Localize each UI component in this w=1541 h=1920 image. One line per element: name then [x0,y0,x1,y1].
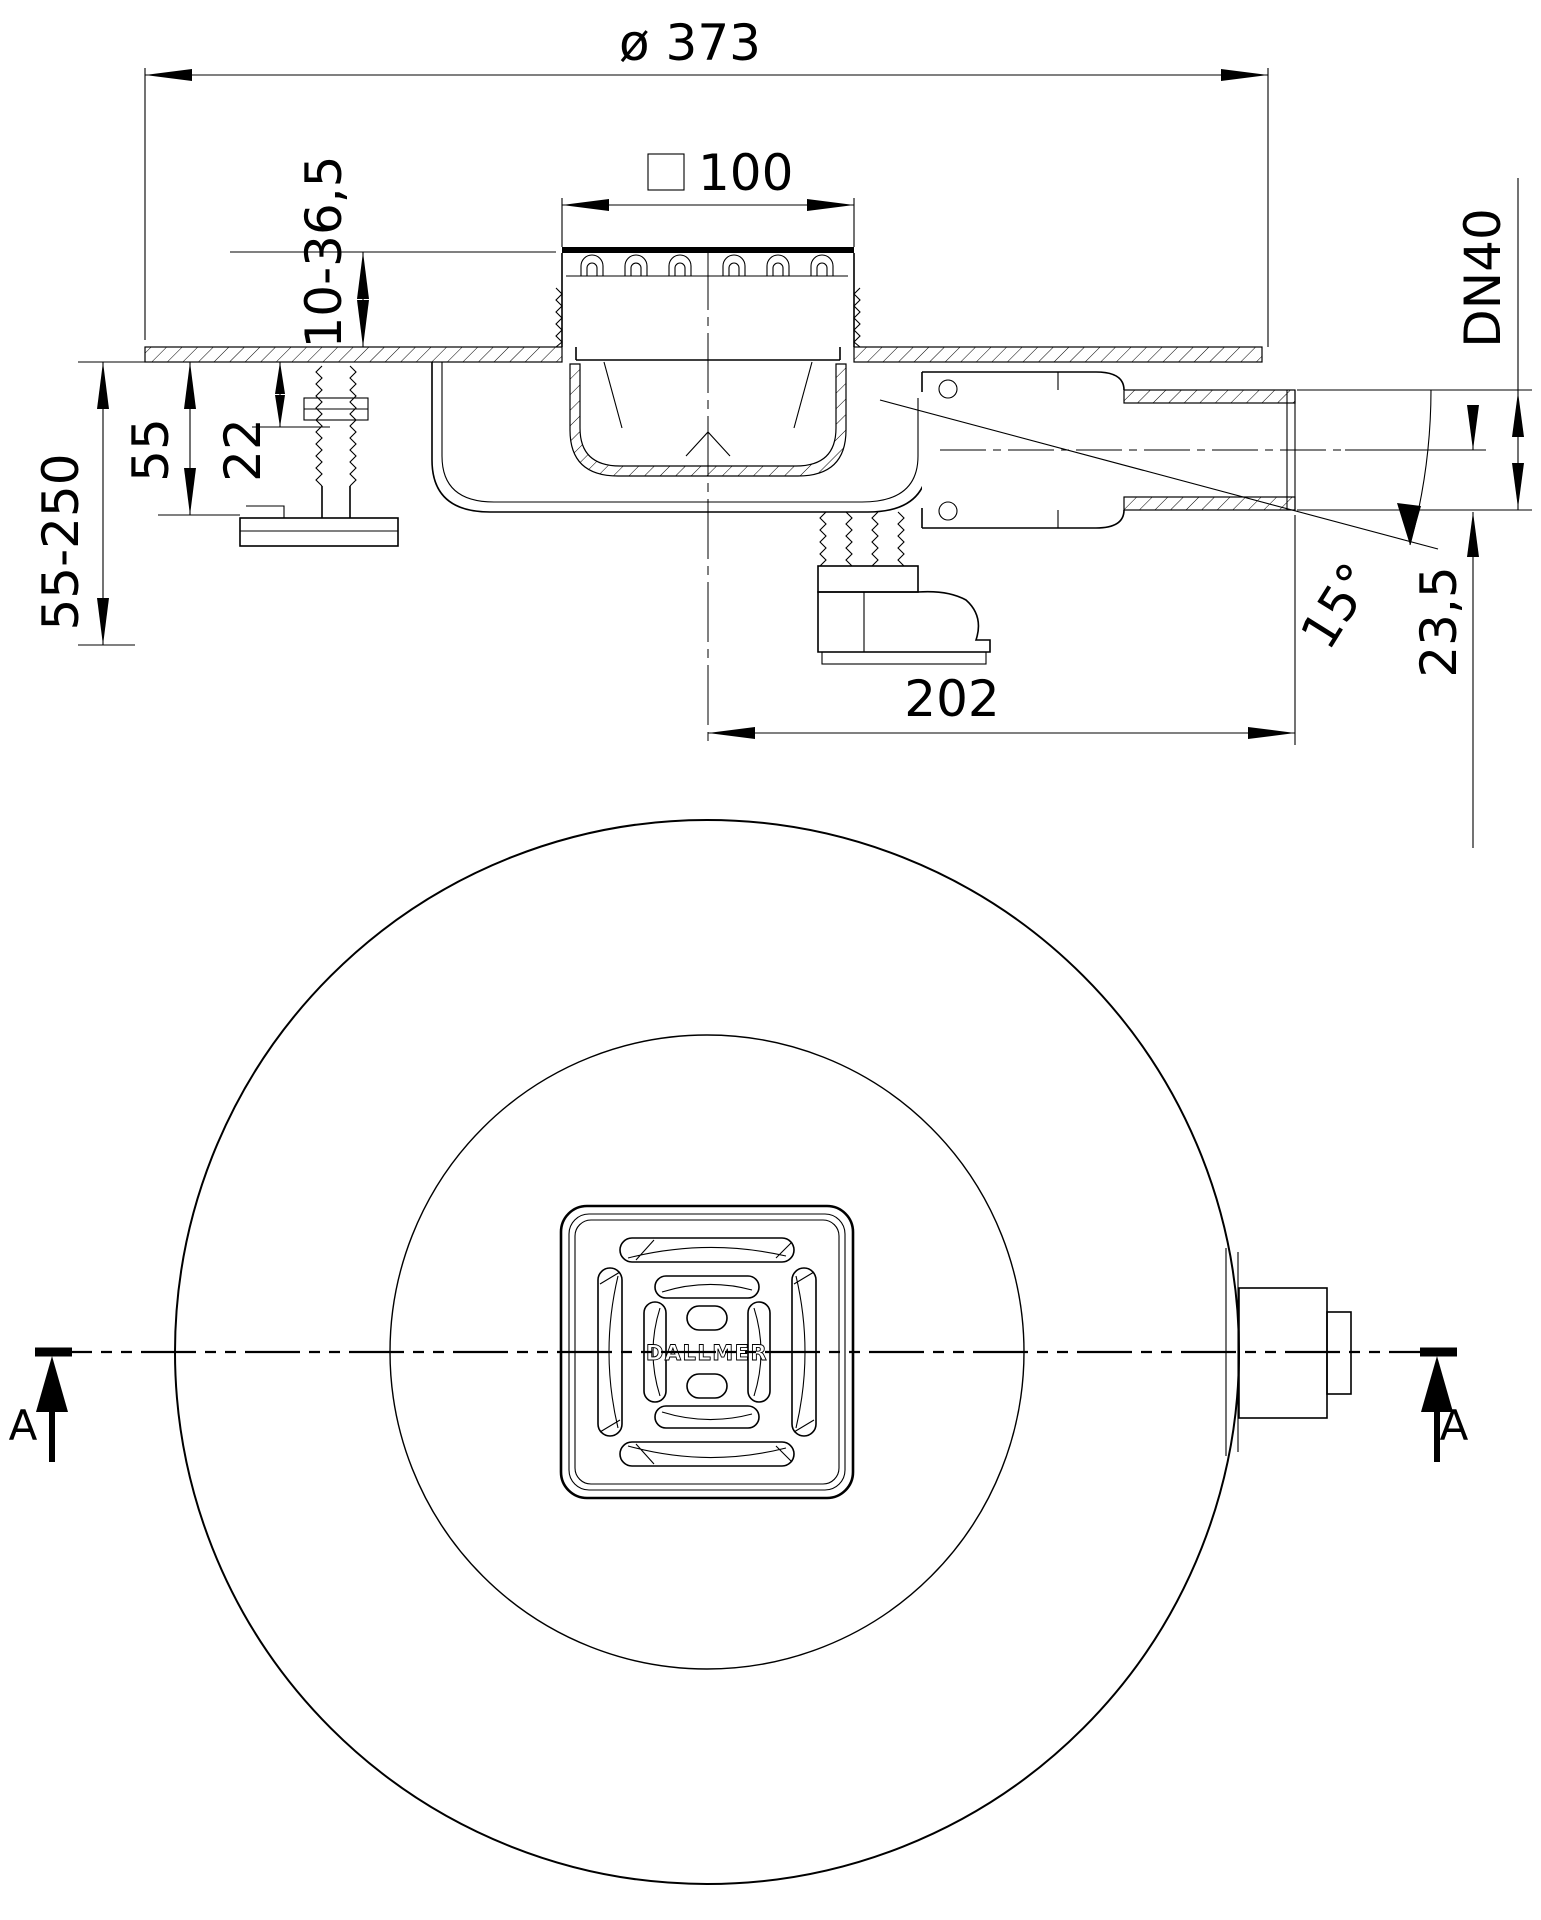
grate-slot [686,1305,728,1331]
o-ring-bottom [938,501,958,521]
arrowhead [97,598,109,645]
arrowhead [1467,405,1479,450]
dim-install-height: 55-250 [32,361,152,646]
arrowhead [1248,727,1295,739]
adjustable-foot-right [817,511,991,665]
dim-text-outlet-size: DN40 [1454,208,1512,348]
trap-cup [569,361,847,477]
arrowhead [275,362,285,394]
outlet-pipe [940,389,1345,511]
dim-square-100: 100 [561,144,855,247]
arrowhead [1512,463,1524,508]
arrowhead [708,727,755,739]
dim-text-diameter: ø 373 [619,14,761,72]
arrowhead [1221,69,1268,81]
square-symbol-icon [647,153,685,191]
dim-text-outlet-length: 202 [904,670,999,728]
section-line-a-a: A A [9,1347,1469,1462]
o-ring-top [938,379,958,399]
arrowhead [275,395,285,427]
drain-body [431,362,929,513]
section-view: ø 373 100 10-36,5 55-250 [32,14,1532,848]
grate-slot [654,1275,760,1299]
flange-plate-right [853,346,1263,363]
dim-diameter-373: ø 373 [144,14,1269,347]
arrowhead [97,362,109,409]
dim-outlet-length: 202 [708,515,1296,745]
dim-text-outlet-angle: 15° [1290,553,1386,659]
grate-slot [619,1237,795,1263]
arrowhead [1467,512,1479,557]
dim-text-inlet-depth: 22 [214,418,272,482]
section-label-left: A [9,1401,38,1450]
vortex-detail [685,431,731,457]
dim-outlet-drop: 23,5 [1345,405,1486,848]
dim-text-tile-adjust: 10-36,5 [295,156,353,349]
arrowhead [562,199,609,211]
adjustable-foot-left [239,365,399,547]
grate-slot [686,1373,728,1399]
section-arrow-right [1421,1356,1453,1412]
arrowhead [357,252,369,299]
arrowhead [145,69,192,81]
dim-text-install-height: 55-250 [32,453,90,630]
arrowhead [357,300,369,347]
grate-slot [654,1405,760,1429]
dim-dn40: DN40 [1297,178,1532,511]
dim-text-body-depth: 55 [122,418,180,482]
arrowhead [1397,503,1421,545]
arrowhead [1512,392,1524,437]
grate-slot [619,1441,795,1467]
dim-tile-adjust: 10-36,5 [230,156,556,349]
dim-text-square: 100 [698,144,793,202]
dim-inlet-depth: 22 [214,362,330,482]
plan-view: DALLMER A A [9,819,1469,1885]
section-arrow-left [36,1356,68,1412]
flange-plate-left [144,346,563,363]
arrowhead [807,199,854,211]
arrowhead [184,362,196,409]
section-label-right: A [1440,1401,1469,1450]
dim-text-outlet-drop: 23,5 [1410,566,1468,677]
dim-body-depth: 55 [122,362,240,516]
arrowhead [184,468,196,515]
